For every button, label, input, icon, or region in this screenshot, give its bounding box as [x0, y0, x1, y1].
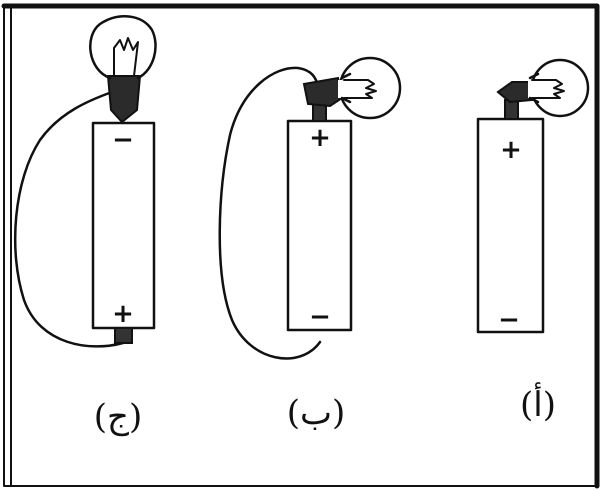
battery-a-top-sign: + — [500, 135, 522, 165]
circuit-b: + − (ب) — [218, 56, 402, 433]
circuit-a: + − (أ) — [476, 58, 590, 425]
wire-c — [13, 90, 125, 348]
circuit-c: − + (ج) — [13, 15, 157, 437]
battery-b-nub — [312, 103, 327, 122]
bulb-b-socket — [302, 76, 344, 108]
battery-b-bottom-sign: − — [309, 302, 331, 332]
battery-b-top-sign: + — [309, 123, 331, 153]
bulb-c-glass — [89, 15, 157, 80]
battery-a-bottom-sign: − — [498, 305, 520, 335]
bulb-c-filament — [113, 37, 139, 77]
bulb-a-glass — [530, 58, 590, 118]
wire-b — [218, 66, 322, 360]
circuit-c-label: (ج) — [94, 397, 142, 437]
circuit-b-label: (ب) — [287, 393, 346, 433]
bulb-c-socket — [106, 75, 142, 124]
bulb-b-filament — [343, 79, 377, 99]
frame — [1, 3, 600, 489]
battery-c-nub — [114, 327, 133, 344]
bulb-a-filament — [531, 79, 565, 99]
circuit-a-label: (أ) — [520, 382, 556, 425]
bulb-a-socket — [496, 81, 534, 104]
battery-c-bottom-sign: + — [112, 299, 134, 329]
battery-c-top-sign: − — [112, 125, 134, 155]
